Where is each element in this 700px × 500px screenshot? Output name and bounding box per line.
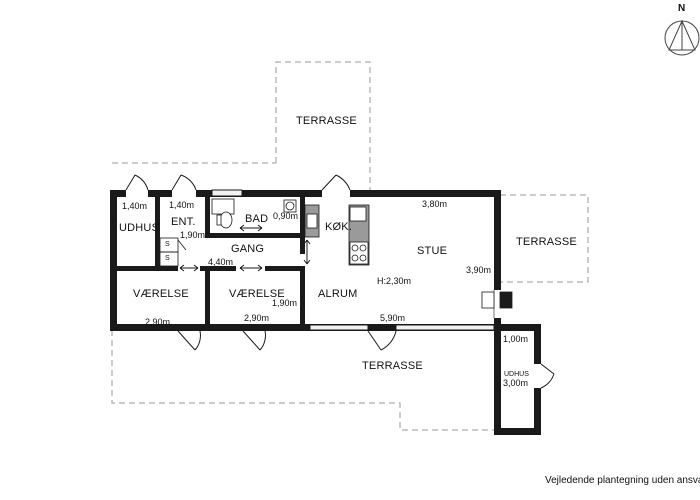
- room-label-udhus-right: UDHUS: [504, 371, 529, 378]
- wall-entre-bad: [205, 190, 210, 238]
- window-bad: [211, 189, 243, 197]
- stove-burner-3: [351, 254, 359, 262]
- closet-2-box: [159, 251, 179, 267]
- kitchen-fixtures: [304, 204, 370, 266]
- dim-alrum-width: 5,90m: [380, 313, 406, 323]
- window-alrum-b: [395, 324, 495, 331]
- terrace-outlines: [111, 61, 589, 431]
- room-label-gang: GANG: [231, 243, 265, 255]
- room-label-vaerelse-left: VÆRELSE: [133, 288, 189, 300]
- room-label-vaerelse-mid: VÆRELSE: [229, 288, 285, 300]
- wall-top-c: [350, 190, 501, 197]
- door-markers: [179, 224, 311, 272]
- toilet-icon: [219, 211, 233, 229]
- closet-diag: [177, 239, 187, 251]
- entre-closets: [159, 237, 187, 267]
- terrasse-bottom-outline: [111, 330, 496, 431]
- room-label-bad: BAD: [245, 213, 269, 225]
- door-vaerelse-mid: [242, 330, 266, 351]
- toilet-tank: [216, 214, 222, 226]
- arrow-gang-vaer-mid: [239, 264, 263, 272]
- udhus-right-left: [494, 324, 501, 434]
- stove-burner-4: [359, 254, 367, 262]
- dim-entre-width: 1,40m: [169, 200, 195, 210]
- udhus-right-right-low: [534, 388, 541, 434]
- door-vaerelse-left: [177, 330, 201, 351]
- stove: [349, 241, 369, 265]
- dim-vaerelse-mid-depth: 1,90m: [272, 298, 298, 308]
- arrow-gang-vaer-left: [179, 264, 199, 272]
- door-alrum-terrace: [367, 330, 397, 351]
- dim-entre-depth: 1,90m: [180, 230, 206, 240]
- fireplace-icon: [481, 291, 513, 309]
- wall-bad-kok: [300, 190, 305, 238]
- dim-gang-width: 4,40m: [208, 257, 234, 267]
- dim-stue-width: 3,80m: [422, 199, 448, 209]
- door-entre: [171, 174, 197, 191]
- terrasse-right-outline: [500, 194, 589, 283]
- dim-udhus-left-width: 1,40m: [122, 201, 148, 211]
- shower-tray: [211, 198, 235, 215]
- door-udhus: [125, 174, 149, 191]
- room-label-entre: ENT.: [171, 216, 196, 228]
- dim-udhus-right-width: 1,00m: [503, 334, 529, 344]
- room-label-terrasse-top: TERRASSE: [296, 115, 357, 127]
- compass-label: N: [678, 3, 686, 14]
- room-label-udhus-left: UDHUS: [119, 222, 160, 234]
- wall-gang-bottom-b: [200, 266, 236, 271]
- dim-ceiling-height: H:2,30m: [377, 276, 412, 286]
- wall-top-b: [196, 190, 322, 197]
- wall-vaer-divider: [205, 266, 210, 330]
- wall-top-udhus: [110, 190, 126, 197]
- wall-gang-bottom-a: [110, 266, 178, 271]
- wall-left: [110, 190, 117, 330]
- dim-udhus-right-depth: 3,00m: [503, 378, 529, 388]
- wall-vaer-alrum-low: [300, 266, 305, 330]
- udhus-right-bottom: [494, 428, 541, 435]
- closet-label-2: S: [165, 255, 170, 262]
- door-kok-terrace: [321, 174, 351, 191]
- room-label-stue: STUE: [417, 245, 448, 257]
- disclaimer-text: Vejledende plantegning uden ansvar: [545, 475, 700, 486]
- sink-basin: [285, 201, 295, 211]
- terrasse-top-outline: [275, 61, 371, 190]
- room-label-alrum: ALRUM: [318, 288, 358, 300]
- wall-bad-bottom: [205, 233, 305, 238]
- wall-udhus-entre: [155, 190, 160, 270]
- fridge: [306, 213, 318, 229]
- arrow-bad: [239, 224, 263, 232]
- dim-vaerelse-left-width: 2,90m: [145, 317, 171, 327]
- udhus-right-top: [494, 324, 540, 331]
- kitchen-sink: [349, 206, 367, 222]
- bathroom-fixtures: [211, 198, 297, 229]
- room-label-terrasse-right: TERRASSE: [516, 236, 577, 248]
- wall-vaer-alrum: [300, 238, 305, 254]
- stove-burner-1: [351, 244, 359, 252]
- fireplace-box: [481, 291, 495, 309]
- closet-label-1: S: [165, 241, 170, 248]
- dim-stue-depth: 3,90m: [466, 265, 492, 275]
- compass-icon: [664, 19, 700, 56]
- fireplace-chimney: [499, 291, 513, 309]
- room-label-terrasse-bottom: TERRASSE: [362, 360, 423, 372]
- dim-bad-width: 0,90m: [273, 211, 299, 221]
- wall-gang-bottom-c: [265, 266, 305, 271]
- dim-vaerelse-mid-width: 2,90m: [244, 313, 270, 323]
- udhus-right-right: [534, 324, 541, 364]
- doors: [125, 174, 555, 389]
- stove-burner-2: [359, 244, 367, 252]
- door-udhus-right: [540, 363, 555, 389]
- window-alrum-a: [309, 324, 369, 331]
- wall-right-upper: [494, 190, 501, 290]
- room-label-koekken: KØK.: [325, 221, 353, 233]
- arrow-gang-alrum: [303, 239, 311, 265]
- windows: [211, 189, 495, 331]
